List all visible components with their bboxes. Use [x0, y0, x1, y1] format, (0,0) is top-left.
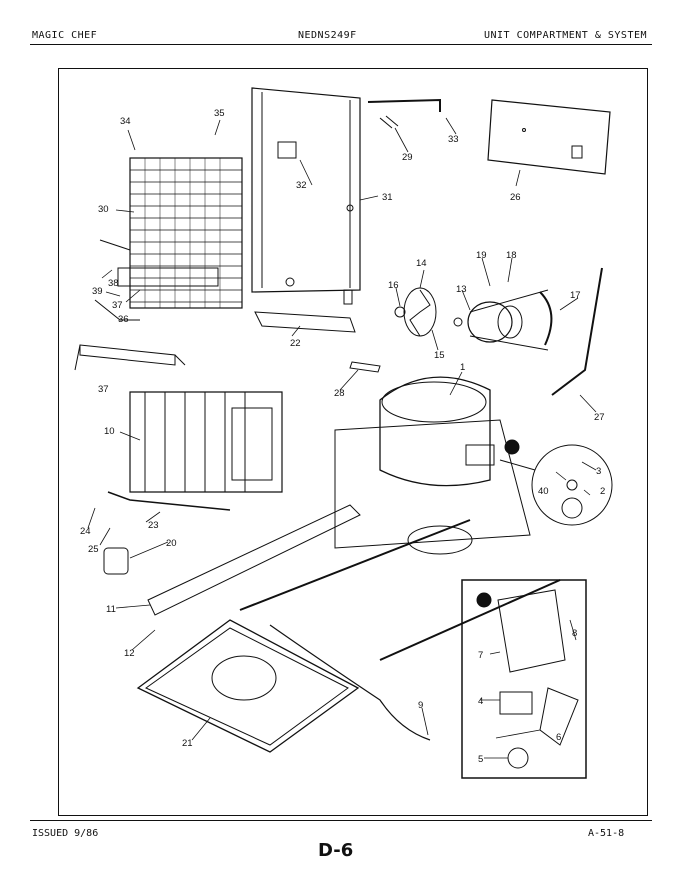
grommet	[561, 497, 583, 519]
callout-12: 12	[124, 648, 135, 659]
callout-13: 13	[456, 284, 467, 295]
callout-6: 6	[556, 732, 561, 743]
page-number: D-6	[318, 840, 354, 861]
mounting-bracket	[74, 344, 186, 371]
drier-tube	[367, 98, 441, 112]
callout-19: 19	[476, 250, 487, 261]
relay-cover	[497, 589, 566, 673]
callout-33: 33	[448, 134, 459, 145]
motor-bracket	[539, 291, 553, 346]
power-cord	[269, 624, 431, 741]
overload-protector	[507, 747, 529, 769]
callout-35: 35	[214, 108, 225, 119]
compressor	[379, 376, 495, 487]
callout-9: 9	[418, 700, 423, 711]
access-cover	[487, 99, 611, 175]
diagram-frame	[58, 68, 648, 816]
drain-trough	[254, 311, 356, 333]
header-rule	[30, 44, 652, 45]
callout-22: 22	[290, 338, 301, 349]
evaporator-coil	[129, 391, 283, 493]
callout-2: 2	[600, 486, 605, 497]
callout-1: 1	[460, 362, 465, 373]
callout-10: 10	[104, 426, 115, 437]
callout-11: 11	[106, 604, 116, 615]
callout-24: 24	[80, 526, 91, 537]
footer-code: A-51-8	[588, 828, 625, 839]
callout-40: 40	[538, 486, 549, 497]
callout-31: 31	[382, 192, 393, 203]
defrost-timer	[103, 547, 129, 575]
callout-7: 7	[478, 650, 483, 661]
detail-marker-icon	[504, 439, 520, 455]
callout-37b: 37	[98, 384, 109, 395]
callout-14: 14	[416, 258, 427, 269]
callout-32: 32	[296, 180, 307, 191]
terminal-leads	[379, 115, 399, 129]
footer-issued: ISSUED 9/86	[32, 828, 99, 839]
rail-12	[239, 519, 471, 611]
header-section: UNIT COMPARTMENT & SYSTEM	[484, 30, 648, 41]
callout-30: 30	[98, 204, 109, 215]
callout-20: 20	[166, 538, 177, 549]
callout-34: 34	[120, 116, 131, 127]
callout-8: 8	[572, 628, 577, 639]
clip-40	[566, 479, 578, 491]
rail-11	[147, 504, 361, 616]
callout-15: 15	[434, 350, 445, 361]
callout-17: 17	[570, 290, 581, 301]
callout-3: 3	[596, 466, 601, 477]
callout-29: 29	[402, 152, 413, 163]
callout-5: 5	[478, 754, 483, 765]
fan-blade	[394, 287, 437, 337]
relay	[499, 691, 533, 715]
header-brand: MAGIC CHEF	[32, 30, 98, 41]
drain-pan	[136, 619, 360, 753]
cord-27	[551, 267, 603, 396]
callout-16: 16	[388, 280, 399, 291]
detail-marker-icon	[476, 592, 492, 608]
callout-36: 36	[118, 314, 129, 325]
callout-27: 27	[594, 412, 605, 423]
callout-28: 28	[334, 388, 345, 399]
fan-motor	[453, 289, 549, 351]
callout-26: 26	[510, 192, 521, 203]
callout-18: 18	[506, 250, 517, 261]
callout-23: 23	[148, 520, 159, 531]
callout-25: 25	[88, 544, 99, 555]
back-panel	[251, 87, 361, 305]
drier	[349, 361, 381, 373]
callout-39: 39	[92, 286, 103, 297]
relay-detail-box	[461, 579, 587, 779]
detail-leader	[499, 459, 536, 471]
callout-37a: 37	[112, 300, 123, 311]
tube-23	[107, 491, 231, 511]
rail-lower	[379, 579, 561, 661]
overload-clip	[539, 687, 579, 746]
condenser-coil	[94, 157, 243, 321]
header-model: NEDNS249F	[298, 30, 357, 41]
callout-21: 21	[182, 738, 193, 749]
compressor-base	[334, 419, 531, 549]
callout-4: 4	[478, 696, 483, 707]
footer-rule	[30, 820, 652, 821]
base-opening	[407, 525, 473, 555]
detail-circle	[531, 444, 613, 526]
callout-38: 38	[108, 278, 119, 289]
